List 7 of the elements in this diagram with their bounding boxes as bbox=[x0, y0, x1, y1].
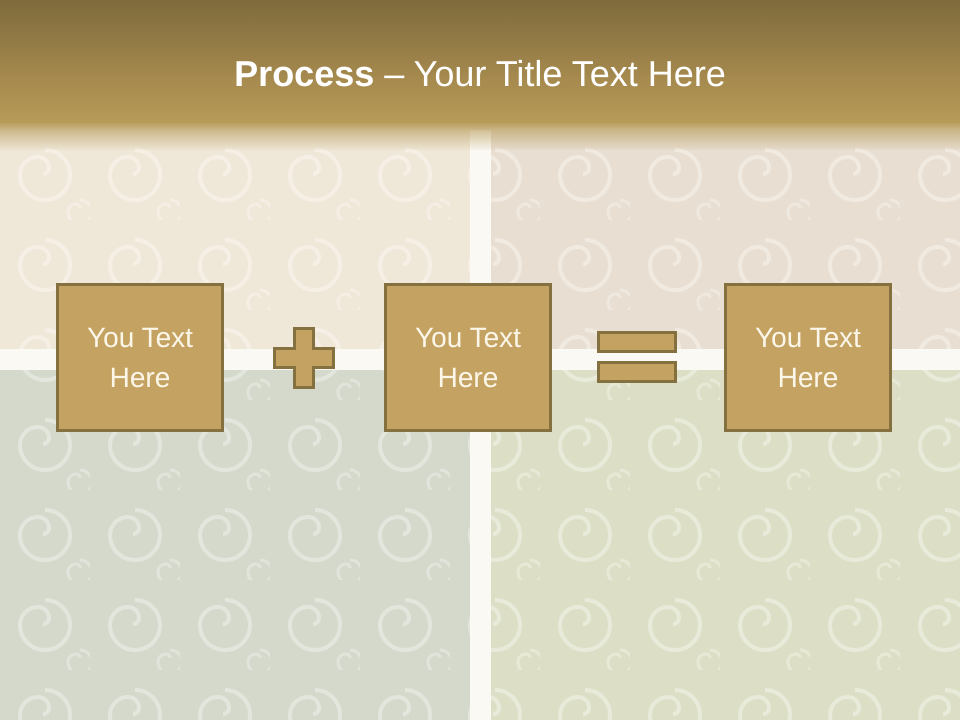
box-text: You Text Here bbox=[414, 320, 522, 394]
text-box bbox=[384, 283, 552, 432]
title: Process – Your Title Text Here bbox=[234, 53, 726, 95]
text-box bbox=[724, 283, 892, 432]
box-text: You Text Here bbox=[86, 320, 194, 394]
box-text: You Text Here bbox=[754, 320, 862, 394]
text-box bbox=[56, 283, 224, 432]
